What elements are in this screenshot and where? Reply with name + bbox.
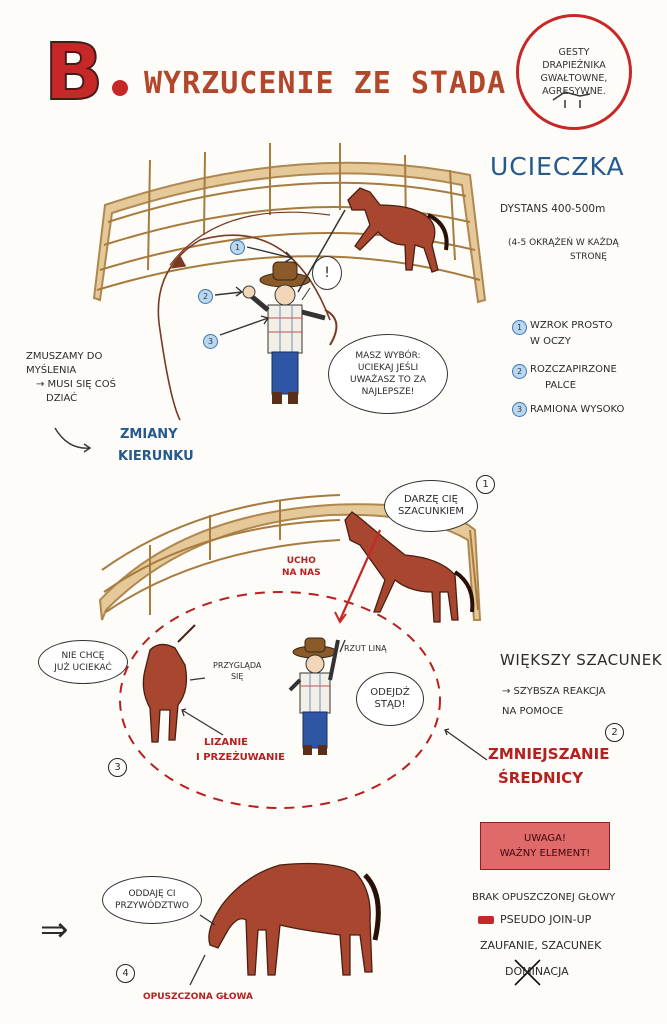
licking-line: LIZANIE: [204, 735, 285, 750]
head-down-note: OPUSZCZONA GŁOWA: [143, 992, 253, 1002]
legend-text-2: PALCE: [545, 378, 576, 393]
watches-note: PRZYGLĄDA SIĘ: [213, 660, 261, 682]
rope-throw-note: RZUT LINĄ: [344, 641, 387, 656]
legend-text: RAMIONA WYSOKO: [530, 402, 624, 417]
leader-bubble: ODDAJĘ CI PRZYWÓDZTWO: [102, 876, 202, 924]
pseudo-bullet: [478, 916, 494, 924]
gestures-line: GWAŁTOWNE,: [541, 72, 608, 85]
warning-box: UWAGA! WAŻNY ELEMENT!: [480, 822, 610, 870]
ear-line: NA NAS: [282, 567, 321, 579]
marker-3: 3: [203, 334, 218, 349]
escape-distance: DYSTANS 400-500m: [500, 202, 605, 217]
lack-head-note: BRAK OPUSZCZONEJ GŁOWY: [472, 890, 615, 905]
horse-turned-drawing: [143, 625, 195, 742]
exclaim-bubble: !: [312, 256, 342, 290]
dont-run-line: JUŻ UCIEKAĆ: [54, 662, 112, 674]
grazing-horse-drawing: [209, 864, 378, 975]
section-letter: B: [44, 28, 103, 118]
choice-line: NAJLEPSZE!: [350, 386, 426, 398]
section-letter-dot: [112, 80, 128, 96]
licking-line: I PRZEŻUWANIE: [196, 750, 285, 765]
respect-bubble: DARZĘ CIĘ SZACUNKIEM: [384, 480, 478, 532]
trust-note: ZAUFANIE, SZACUNEK: [480, 938, 601, 953]
dont-run-line: NIE CHCĘ: [54, 650, 112, 662]
more-respect-title: WIĘKSZY SZACUNEK: [500, 651, 662, 669]
warning-line: UWAGA!: [524, 831, 566, 846]
marker-step-2: 2: [605, 723, 624, 742]
shrinking-line: ZMNIEJSZANIE: [488, 742, 609, 766]
licking-note: LIZANIE I PRZEŻUWANIE: [196, 735, 285, 765]
legend-number: 3: [512, 402, 527, 417]
escape-laps: (4-5 OKRĄŻEŃ W KAŻDĄ: [508, 236, 619, 251]
legend-text: WZROK PROSTO: [530, 318, 612, 333]
page-title: WYRZUCENIE ZE STADA: [144, 66, 506, 101]
choice-line: MASZ WYBÓR:: [350, 350, 426, 362]
legend-number: 2: [512, 364, 527, 379]
thinking-line: → MUSI SIĘ COŚ: [36, 378, 116, 392]
marker-2: 2: [198, 289, 213, 304]
implies-arrow-icon: ⇒: [40, 910, 69, 950]
go-away-line: STĄD!: [370, 699, 409, 711]
escape-laps-2: STRONĘ: [570, 250, 607, 265]
escape-title: UCIECZKA: [490, 152, 625, 181]
marker-step-3: 3: [108, 758, 127, 777]
watches-line: PRZYGLĄDA: [213, 660, 261, 671]
respect-line: SZACUNKIEM: [398, 506, 464, 518]
leader-line: ODDAJĘ CI: [115, 888, 189, 900]
marker-step-4: 4: [116, 964, 135, 983]
faster-note: → SZYBSZA REAKCJA NA POMOCE: [502, 682, 605, 722]
pseudo-note: PSEUDO JOIN-UP: [500, 912, 591, 927]
shrinking-line: ŚREDNICY: [498, 766, 609, 790]
cowboy-middle-drawing: [290, 638, 338, 755]
choice-bubble: MASZ WYBÓR: UCIEKAJ JEŚLI UWAŻASZ TO ZA …: [328, 334, 448, 414]
go-away-line: ODEJDŹ: [370, 687, 409, 699]
choice-line: UWAŻASZ TO ZA: [350, 374, 426, 386]
gestures-circle: GESTY DRAPIEŻNIKA GWAŁTOWNE, AGRESYWNE.: [516, 14, 632, 130]
go-away-bubble: ODEJDŹ STĄD!: [356, 672, 424, 726]
choice-line: UCIEKAJ JEŚLI: [350, 362, 426, 374]
shrinking-note: ZMNIEJSZANIE ŚREDNICY: [488, 742, 609, 790]
legend-number: 1: [512, 320, 527, 335]
faster-line: → SZYBSZA REAKCJA: [502, 682, 605, 702]
warning-line: WAŻNY ELEMENT!: [500, 846, 591, 861]
legend-text-2: W OCZY: [530, 334, 571, 349]
gestures-line: AGRESYWNE.: [542, 85, 606, 98]
marker-1: 1: [230, 240, 245, 255]
faster-line: NA POMOCE: [502, 702, 605, 722]
thinking-line: ZMUSZAMY DO: [26, 350, 116, 364]
thinking-line: DZIAĆ: [46, 392, 116, 406]
respect-line: DARZĘ CIĘ: [398, 494, 464, 506]
marker-step-1: 1: [476, 475, 495, 494]
direction-change: ZMIANY KIERUNKU: [118, 424, 194, 468]
ear-line: UCHO: [282, 555, 321, 567]
dont-run-bubble: NIE CHCĘ JUŻ UCIEKAĆ: [38, 640, 128, 684]
gestures-line: GESTY: [558, 46, 589, 59]
direction-line: ZMIANY: [120, 424, 194, 446]
direction-line: KIERUNKU: [118, 446, 194, 468]
domination-note: DOMINACJA: [505, 964, 569, 979]
thinking-line: MYŚLENIA: [26, 364, 116, 378]
watches-line: SIĘ: [213, 671, 261, 682]
thinking-note: ZMUSZAMY DO MYŚLENIA → MUSI SIĘ COŚ DZIA…: [26, 350, 116, 406]
ear-note: UCHO NA NAS: [282, 555, 321, 579]
leader-line: PRZYWÓDZTWO: [115, 900, 189, 912]
gestures-line: DRAPIEŻNIKA: [542, 59, 606, 72]
legend-text: ROZCZAPIRZONE: [530, 362, 617, 377]
